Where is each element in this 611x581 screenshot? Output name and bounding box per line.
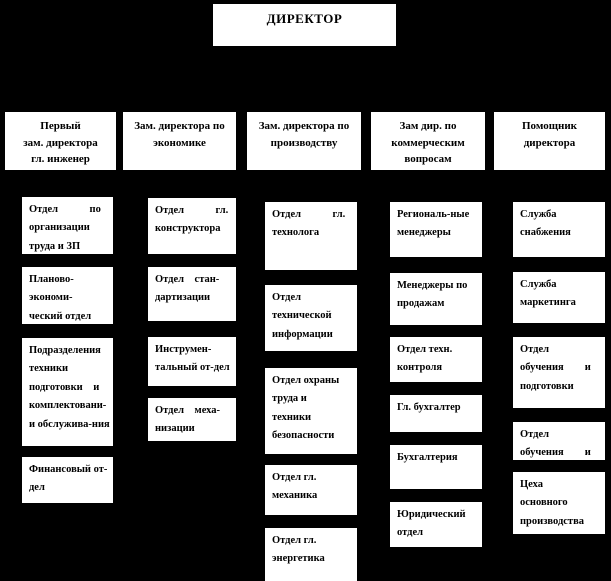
unit-box: Подразделения техники подготовки и компл… — [22, 338, 113, 446]
unit-box: Юридический отдел — [390, 502, 482, 547]
director-box: ДИРЕКТОР — [213, 4, 396, 46]
unit-box: Служба снабжения — [513, 202, 605, 257]
unit-box: Отдел гл. технолога — [265, 202, 357, 270]
unit-box: Отдел по организации труда и ЗП — [22, 197, 113, 254]
branch-head-box-director-assistant: Помощник директора — [494, 112, 605, 170]
unit-box: Финансовый от- дел — [22, 457, 113, 503]
branch-head-box-deputy-production: Зам. директора по производству — [247, 112, 361, 170]
unit-box: Планово- экономи- ческий отдел — [22, 267, 113, 324]
unit-box: Отдел обучения и подготовки — [513, 337, 605, 408]
unit-box: Отдел гл. механика — [265, 465, 357, 515]
unit-box: Отдел технической информации — [265, 285, 357, 351]
unit-box: Служба маркетинга — [513, 272, 605, 323]
unit-box: Менеджеры по продажам — [390, 273, 482, 325]
unit-box: Инструмен- тальный от-дел — [148, 337, 236, 386]
unit-box: Бухгалтерия — [390, 445, 482, 489]
unit-box: Региональ-ные менеджеры — [390, 202, 482, 257]
unit-box: Отдел стан- дартизации — [148, 267, 236, 321]
unit-box: Цеха основного производства — [513, 472, 605, 534]
unit-box: Отдел гл. конструктора — [148, 198, 236, 254]
branch-head-box-deputy-economics: Зам. директора по экономике — [123, 112, 236, 170]
unit-box: Отдел охраны труда и техники безопасност… — [265, 368, 357, 454]
unit-box: Отдел обучения и — [513, 422, 605, 460]
unit-box: Отдел гл. энергетика — [265, 528, 357, 581]
unit-box: Гл. бухгалтер — [390, 395, 482, 432]
branch-head-box-first-deputy-chief-engineer: Первый зам. директора гл. инженер — [5, 112, 116, 170]
unit-box: Отдел меха- низации — [148, 398, 236, 441]
unit-box: Отдел техн. контроля — [390, 337, 482, 382]
branch-head-box-deputy-commercial: Зам дир. по коммерческим вопросам — [371, 112, 485, 170]
